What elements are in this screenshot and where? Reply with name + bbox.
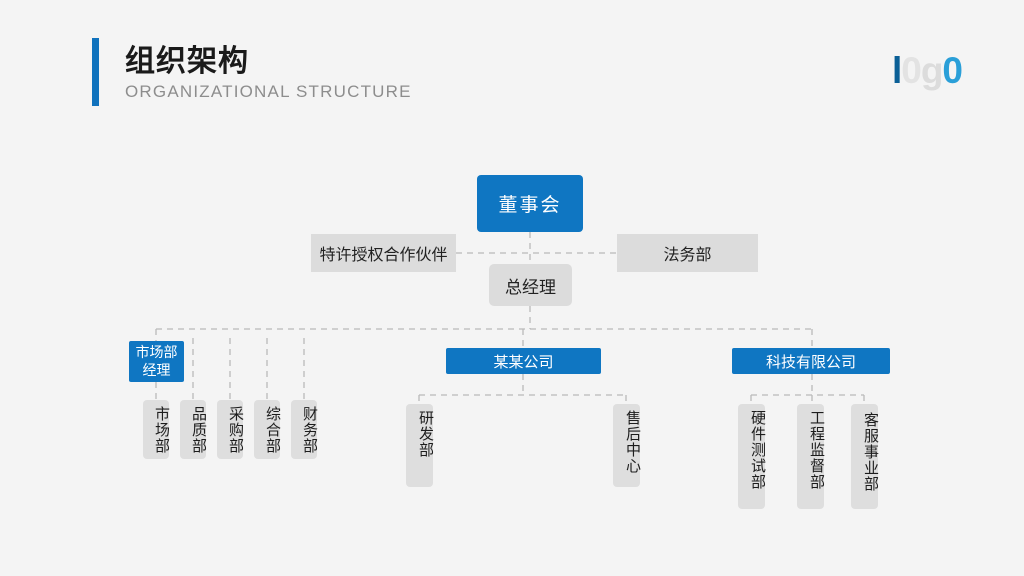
node-franchise-partner[interactable]: 特许授权合作伙伴 bbox=[311, 234, 456, 272]
node-dept-finance[interactable]: 财务部 bbox=[291, 400, 318, 459]
node-marketing-manager[interactable]: 市场部经理 bbox=[129, 341, 184, 382]
node-company-b[interactable]: 科技有限公司 bbox=[732, 348, 890, 374]
title-accent-bar bbox=[92, 38, 99, 106]
logo-letter-3: g bbox=[920, 50, 944, 91]
node-dept-general-affairs[interactable]: 综合部 bbox=[254, 400, 281, 459]
logo: l0g0 bbox=[891, 50, 963, 91]
node-legal-dept[interactable]: 法务部 bbox=[617, 234, 758, 272]
logo-letter-1: l bbox=[891, 50, 902, 91]
logo-letter-4: 0 bbox=[942, 50, 963, 91]
slide-header: 组织架构 ORGANIZATIONAL STRUCTURE bbox=[92, 38, 792, 108]
node-dept-customer-service[interactable]: 客服事业部 bbox=[851, 404, 879, 509]
node-dept-engineering-supervision[interactable]: 工程监督部 bbox=[797, 404, 825, 509]
node-dept-marketing[interactable]: 市场部 bbox=[143, 400, 170, 459]
node-dept-purchasing[interactable]: 采购部 bbox=[217, 400, 244, 459]
node-dept-quality[interactable]: 品质部 bbox=[180, 400, 207, 459]
node-dept-hardware-test[interactable]: 硬件测试部 bbox=[738, 404, 766, 509]
node-general-manager[interactable]: 总经理 bbox=[489, 264, 572, 306]
page-title: 组织架构 bbox=[125, 45, 249, 78]
node-dept-after-sales[interactable]: 售后中心 bbox=[613, 404, 641, 487]
page-subtitle: ORGANIZATIONAL STRUCTURE bbox=[125, 82, 412, 101]
node-company-a[interactable]: 某某公司 bbox=[446, 348, 601, 374]
logo-letter-2: 0 bbox=[901, 50, 922, 91]
node-board[interactable]: 董事会 bbox=[477, 175, 583, 232]
node-dept-rnd[interactable]: 研发部 bbox=[406, 404, 434, 487]
